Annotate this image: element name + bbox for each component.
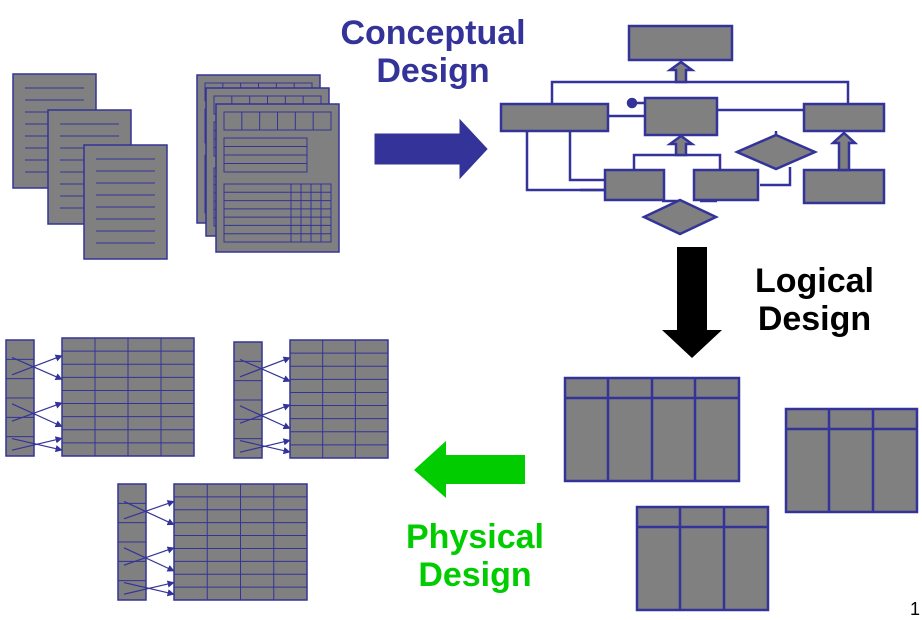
er-entity-center	[643, 96, 719, 137]
physical-design-arrow	[414, 441, 525, 498]
conceptual-label-line2: Design	[376, 52, 490, 91]
logical-label-line2: Design	[757, 300, 872, 339]
logical-tables	[563, 376, 919, 612]
page-number: 1	[909, 599, 920, 619]
er-inherit-arrow-mid	[666, 134, 696, 157]
er-entity-bottom-left	[603, 168, 666, 202]
physical-design-label: Physical Design	[380, 518, 570, 594]
indexed-table	[233, 339, 389, 459]
physical-label-line2: Design	[418, 556, 532, 595]
relation-table-2	[784, 407, 919, 514]
physical-label-line1: Physical	[406, 518, 544, 556]
er-inherit-arrow-right	[829, 131, 859, 172]
conceptual-label-line1: Conceptual	[340, 14, 526, 52]
relation-table-1	[563, 376, 741, 483]
logical-label-line1: Logical	[754, 262, 875, 300]
er-relationship-right	[733, 133, 819, 171]
documents-stack	[12, 73, 168, 260]
logical-design-arrow	[662, 247, 722, 358]
er-diagram	[525, 80, 850, 203]
indexed-table	[117, 483, 308, 601]
er-entity-bottom-mid	[692, 168, 760, 202]
physical-tables	[5, 337, 389, 601]
document-page	[83, 144, 168, 260]
conceptual-design-label: Conceptual Design	[318, 14, 548, 90]
logical-design-label: Logical Design	[712, 262, 917, 338]
forms-stack	[196, 74, 340, 253]
er-inherit-arrow-top	[666, 60, 696, 84]
er-entity-left	[499, 102, 610, 133]
er-entities	[499, 24, 886, 236]
relation-table-3	[635, 505, 770, 612]
indexed-table	[5, 337, 195, 457]
er-entity-bottom-right	[802, 168, 886, 205]
form-sheet	[215, 103, 340, 253]
er-entity-right	[802, 102, 886, 133]
er-relationship-bottom	[641, 198, 719, 236]
conceptual-design-arrow	[374, 118, 488, 180]
er-entity-top	[627, 24, 734, 62]
